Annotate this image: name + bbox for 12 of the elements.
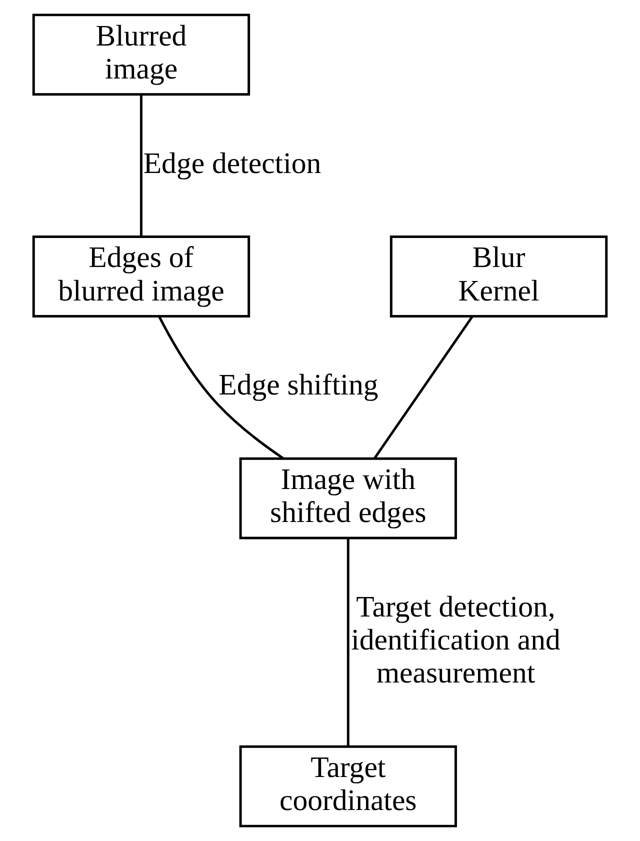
connector xyxy=(346,538,350,746)
connector xyxy=(158,316,284,460)
connector xyxy=(373,316,474,460)
edge-label: Edge shifting xyxy=(218,368,378,402)
edge-label: Target detection, identification and measurement xyxy=(351,590,560,690)
node-box: Target coordinates xyxy=(239,745,457,828)
node-box: Blurred image xyxy=(32,14,250,96)
node-box: Edges of blurred image xyxy=(32,236,250,318)
node-box: Blur Kernel xyxy=(390,236,608,318)
connector xyxy=(140,94,142,237)
edge-label: Edge detection xyxy=(143,146,322,180)
node-box: Image with shifted edges xyxy=(239,457,457,540)
